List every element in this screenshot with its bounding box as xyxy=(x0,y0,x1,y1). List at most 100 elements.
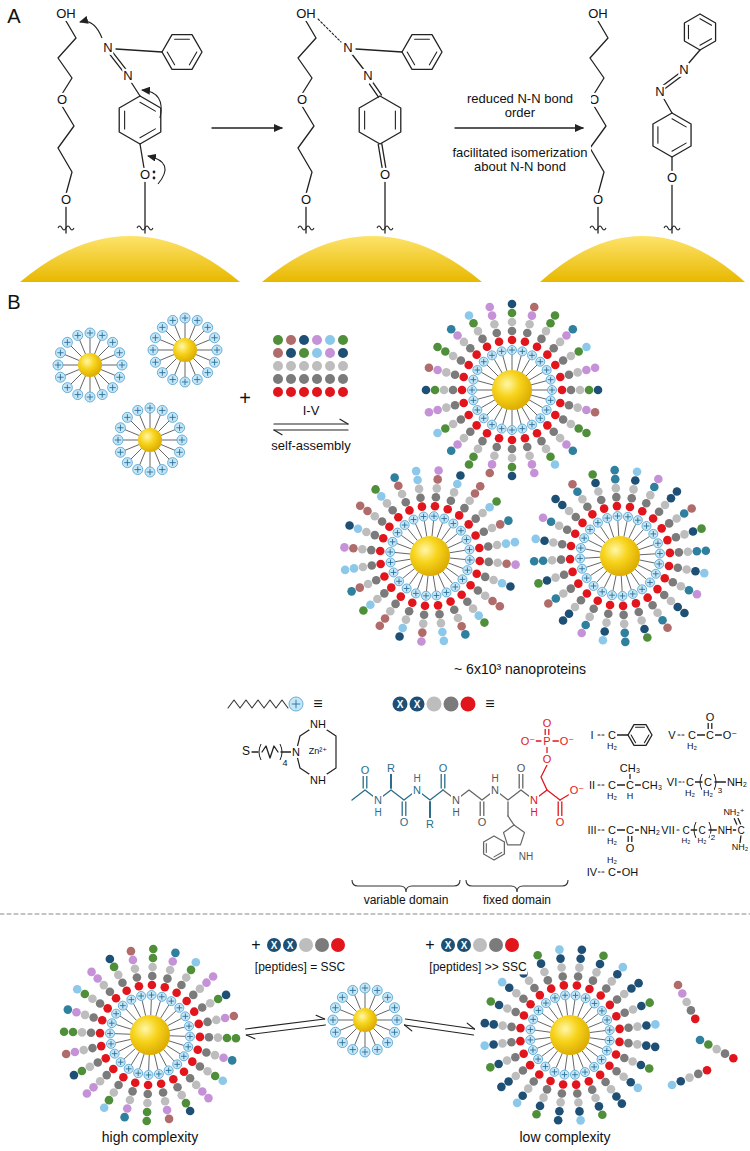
peptide-residue xyxy=(433,429,442,438)
ligand-head xyxy=(582,574,591,583)
peptide-residue xyxy=(187,966,196,975)
bond-line xyxy=(397,530,398,535)
bond-line xyxy=(542,1047,554,1056)
label: B xyxy=(6,291,21,313)
bond-line xyxy=(167,1046,180,1054)
peptide-residue xyxy=(165,1115,174,1124)
peptide-residue xyxy=(638,507,647,516)
peptide-residue xyxy=(461,697,476,712)
bond-line xyxy=(542,1013,554,1022)
peptide-residue xyxy=(101,1054,110,1063)
bond-line xyxy=(617,521,619,536)
ligand-head xyxy=(603,1015,612,1024)
bond-line xyxy=(60,374,61,380)
peptide-residue xyxy=(600,627,609,636)
peptide-residue xyxy=(567,542,576,551)
peptide-residue xyxy=(599,636,608,645)
ligand-head xyxy=(108,337,118,347)
peptide-residue xyxy=(157,1079,166,1088)
peptide-residue xyxy=(559,616,568,625)
ligand-head xyxy=(115,447,125,457)
peptide-residue xyxy=(574,972,583,981)
bond-line xyxy=(112,385,113,391)
peptide-residue xyxy=(528,311,537,320)
peptide-residue xyxy=(120,1113,129,1122)
peptide-residue xyxy=(591,363,600,372)
peptide-residue xyxy=(567,420,576,429)
peptide-residue xyxy=(685,586,694,595)
peptide-residue xyxy=(565,507,574,516)
bond-line xyxy=(112,340,113,346)
peptide-residue xyxy=(412,467,421,476)
peptide-residue xyxy=(194,1020,203,1029)
peptide-residue xyxy=(286,387,296,397)
benzene-ring xyxy=(684,14,715,50)
bond-line xyxy=(387,1040,388,1046)
peptide-residue xyxy=(556,434,565,443)
bond-line xyxy=(262,746,278,758)
bond-line xyxy=(446,590,447,595)
peptide-residue xyxy=(447,447,456,456)
peptide-residue xyxy=(312,374,322,384)
peptide-residue xyxy=(593,596,602,605)
peptide-residue xyxy=(540,968,549,977)
peptide-residue xyxy=(105,1096,114,1105)
bond-line xyxy=(632,591,633,596)
benzene-ring xyxy=(402,35,442,70)
peptide-residue xyxy=(222,991,231,1000)
ligand-head xyxy=(212,345,222,355)
ligand-head xyxy=(528,420,537,429)
peptide-residue xyxy=(465,460,474,469)
ligand-head xyxy=(203,322,213,332)
peptide-residue xyxy=(519,1049,528,1058)
ligand-head xyxy=(653,539,662,548)
peptide-residue xyxy=(611,475,620,484)
peptide-residue xyxy=(648,601,657,610)
peptide-residue xyxy=(478,335,487,344)
peptide-residue xyxy=(127,947,136,956)
ligand-head xyxy=(112,1009,121,1018)
bond-line xyxy=(586,1047,598,1056)
bond-line xyxy=(63,365,78,366)
bond-line xyxy=(512,410,513,425)
bond-line xyxy=(120,425,121,431)
bond-line xyxy=(150,469,151,475)
bond-line xyxy=(467,1023,474,1029)
bond-line xyxy=(281,751,291,752)
label: O xyxy=(542,753,553,765)
peptide-residue xyxy=(273,387,283,397)
ligand-head xyxy=(55,348,65,358)
ligand-head xyxy=(546,375,555,384)
bond-line xyxy=(377,1047,378,1053)
peptide-residue xyxy=(142,1117,151,1126)
peptide-residue xyxy=(349,544,358,553)
ligand-head xyxy=(581,994,590,1003)
peptide-residue xyxy=(633,467,642,476)
bond-line xyxy=(436,593,437,598)
peptide-residue xyxy=(459,373,468,382)
bond-line xyxy=(688,25,689,38)
bond-line xyxy=(552,388,553,393)
label: X xyxy=(396,699,405,710)
bond-line xyxy=(179,425,180,431)
bond-line xyxy=(115,1033,130,1035)
peptide-residue xyxy=(219,1053,228,1062)
ligand-head xyxy=(465,555,474,564)
bond-line xyxy=(355,995,361,1009)
parenthesis xyxy=(694,822,696,838)
ligand-head xyxy=(192,375,202,385)
peptide-residue xyxy=(567,386,576,395)
peptide-residue xyxy=(697,524,706,533)
peptide-residue xyxy=(506,582,515,591)
peptide-residue xyxy=(485,469,494,478)
bond-line xyxy=(67,385,68,391)
bond-line xyxy=(102,392,103,398)
label: OH xyxy=(621,866,640,878)
bond-line xyxy=(119,1044,132,1051)
peptide-residue xyxy=(453,331,462,340)
peptide-residue xyxy=(585,613,594,622)
bond-line xyxy=(60,350,61,356)
peptide-residue xyxy=(438,628,447,637)
ligand-head xyxy=(108,383,118,393)
peptide-residue xyxy=(576,1116,585,1125)
